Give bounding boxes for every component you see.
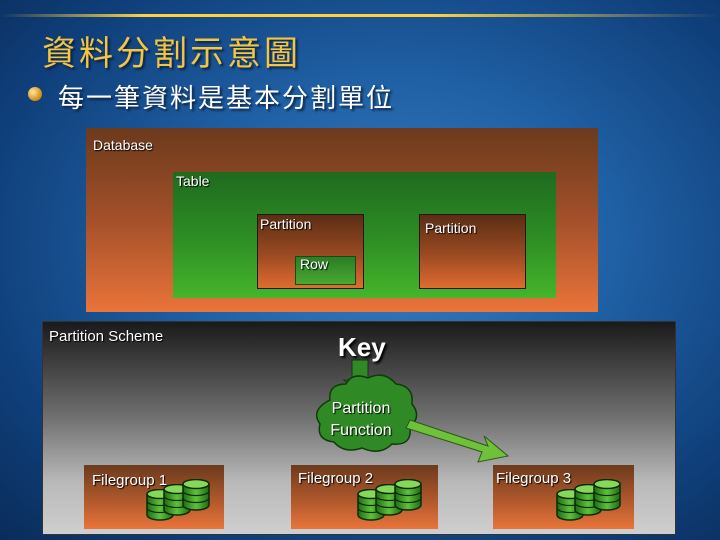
bullet-dot-icon: [28, 87, 42, 101]
database-label: Database: [93, 137, 153, 153]
filegroup-label-2: Filegroup 2: [298, 470, 374, 487]
top-divider-line: [0, 14, 720, 17]
row-box: [295, 256, 356, 285]
row-label: Row: [300, 256, 329, 272]
filegroup-label-3: Filegroup 3: [496, 470, 572, 487]
partition-box-right: [419, 214, 526, 289]
partition-right-label: Partition: [425, 220, 477, 236]
key-label: Key: [338, 332, 386, 362]
filegroup-label-1: Filegroup 1: [92, 472, 168, 489]
partition-function-line1: Partition: [331, 400, 391, 417]
partition-left-label: Partition: [260, 216, 312, 232]
partition-function-label: Partition Function: [326, 398, 396, 442]
table-label: Table: [176, 173, 210, 189]
slide-title: 資料分割示意圖: [42, 34, 301, 74]
partition-function-line2: Function: [330, 422, 392, 439]
slide-bullet-text: 每一筆資料是基本分割單位: [58, 84, 395, 114]
partition-scheme-label: Partition Scheme: [49, 328, 164, 345]
